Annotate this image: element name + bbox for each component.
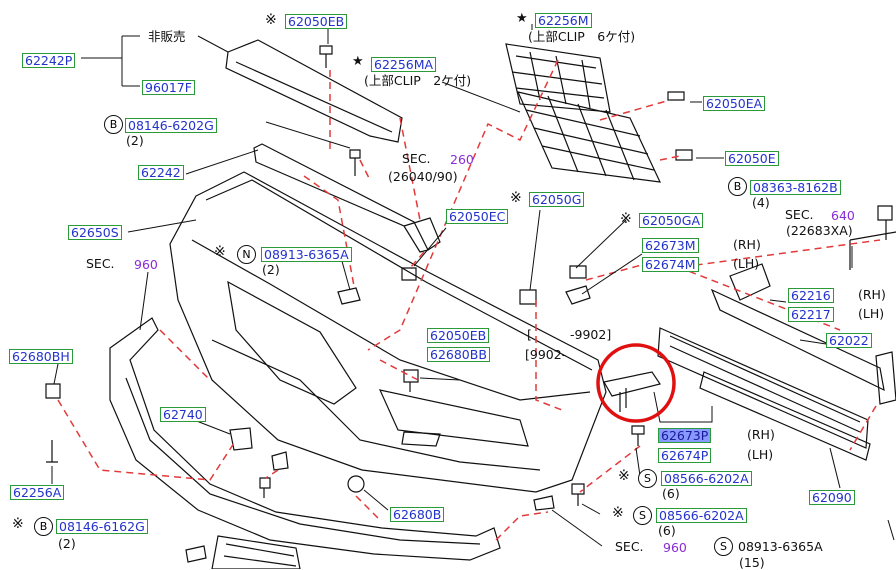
upper-reinforcement xyxy=(225,39,403,143)
bumper-bracket xyxy=(253,143,429,253)
part-62242P[interactable]: 62242P xyxy=(22,53,76,68)
qty-label: (6) xyxy=(658,523,676,538)
part-62674P[interactable]: 62674P xyxy=(658,448,712,463)
star-mark: ★ xyxy=(516,11,528,26)
screw-type-icon: S xyxy=(633,506,652,525)
range-open: [ xyxy=(527,327,532,342)
screw-type-icon: S xyxy=(714,537,733,556)
bolt-type-icon: B xyxy=(104,115,123,134)
sec-number-960[interactable]: 960 xyxy=(134,257,158,272)
part-62022[interactable]: 62022 xyxy=(826,333,872,348)
sec-ref-640: (22683XA) xyxy=(786,223,853,238)
part-62673P[interactable]: 62673P xyxy=(658,428,712,443)
qty-label: (6) xyxy=(662,486,680,501)
range-end: -9902] xyxy=(570,327,612,342)
part-62090[interactable]: 62090 xyxy=(809,490,855,505)
rh-label: (RH) xyxy=(747,427,775,442)
qty-label: (2) xyxy=(58,536,76,551)
note-mark: ※ xyxy=(12,516,24,532)
clip-note-2: (上部CLIP 2ケ付) xyxy=(364,73,472,88)
part-08566-6202A-2[interactable]: 08566-6202A xyxy=(656,508,747,523)
right-bracket xyxy=(710,288,885,392)
highlight-circle xyxy=(596,343,676,423)
part-62256A[interactable]: 62256A xyxy=(10,485,65,500)
range-start: [9902- xyxy=(525,347,567,362)
part-62256MA[interactable]: 62256MA xyxy=(371,57,437,72)
bolt-type-icon: B xyxy=(34,517,53,536)
bolt-type-icon: B xyxy=(728,177,747,196)
star-mark: ★ xyxy=(352,54,364,69)
part-96017F[interactable]: 96017F xyxy=(142,80,195,95)
part-62050EB[interactable]: 62050EB xyxy=(285,14,348,29)
nut-type-icon: N xyxy=(237,245,256,264)
screw-type-icon: S xyxy=(638,469,657,488)
part-62050EC[interactable]: 62050EC xyxy=(446,209,509,224)
sec-label: SEC. xyxy=(785,207,814,222)
bumper-fascia xyxy=(169,171,607,493)
lower-grille xyxy=(516,91,662,183)
lip-spoiler xyxy=(109,317,501,561)
part-62050E[interactable]: 62050E xyxy=(725,151,779,166)
part-62650S[interactable]: 62650S xyxy=(68,225,122,240)
sec-ref-260: (26040/90) xyxy=(388,169,458,184)
note-mark: ※ xyxy=(618,468,630,484)
sec-number-960-bottom[interactable]: 960 xyxy=(663,540,687,555)
sec-label: SEC. xyxy=(86,256,115,271)
qty-label: (2) xyxy=(262,262,280,277)
part-62680BH[interactable]: 62680BH xyxy=(9,349,73,364)
note-mark: ※ xyxy=(214,244,226,260)
sec-number-640[interactable]: 640 xyxy=(831,208,855,223)
part-08566-6202A[interactable]: 08566-6202A xyxy=(661,471,752,486)
part-62740[interactable]: 62740 xyxy=(160,407,206,422)
part-62680B[interactable]: 62680B xyxy=(390,507,445,522)
part-08913-6365A-bottom[interactable]: 08913-6365A xyxy=(738,539,823,554)
lh-label: (LH) xyxy=(733,256,760,271)
clip-top xyxy=(319,45,333,68)
part-08913-6365A[interactable]: 08913-6365A xyxy=(261,247,352,262)
note-mark: ※ xyxy=(620,211,632,227)
note-mark: ※ xyxy=(612,505,624,521)
qty-label: (15) xyxy=(739,555,765,570)
part-62050G[interactable]: 62050G xyxy=(529,192,585,207)
sec-label: SEC. xyxy=(402,151,431,166)
qty-label: (2) xyxy=(126,133,144,148)
rh-label: (RH) xyxy=(733,237,761,252)
fog-grille xyxy=(211,535,301,569)
part-62050EA[interactable]: 62050EA xyxy=(703,96,766,111)
part-62674M[interactable]: 62674M xyxy=(642,257,699,272)
lh-label: (LH) xyxy=(858,306,885,321)
not-for-sale-label: 非販売 xyxy=(148,29,186,44)
rh-label: (RH) xyxy=(858,287,886,302)
qty-label: (4) xyxy=(752,195,770,210)
part-08146-6162G[interactable]: 08146-6162G xyxy=(56,519,148,534)
energy-absorber xyxy=(657,327,869,449)
part-62216[interactable]: 62216 xyxy=(788,288,834,303)
part-62680BB[interactable]: 62680BB xyxy=(427,347,490,362)
part-08146-6202G[interactable]: 08146-6202G xyxy=(125,118,217,133)
sec-number-260[interactable]: 260 xyxy=(450,152,474,167)
lh-label: (LH) xyxy=(747,447,774,462)
sec-label: SEC. xyxy=(615,539,644,554)
side-bracket xyxy=(603,371,661,397)
upper-grille xyxy=(505,43,611,113)
part-62050GA[interactable]: 62050GA xyxy=(639,213,704,228)
part-62256M[interactable]: 62256M xyxy=(535,13,592,28)
part-08363-8162B[interactable]: 08363-8162B xyxy=(750,180,841,195)
part-62050EB-mid[interactable]: 62050EB xyxy=(427,328,490,343)
note-mark: ※ xyxy=(510,190,522,206)
clip-note-6: (上部CLIP 6ケ付) xyxy=(528,29,636,44)
note-mark: ※ xyxy=(265,12,277,28)
part-62217[interactable]: 62217 xyxy=(788,307,834,322)
part-62242[interactable]: 62242 xyxy=(138,165,184,180)
part-62673M[interactable]: 62673M xyxy=(642,238,699,253)
